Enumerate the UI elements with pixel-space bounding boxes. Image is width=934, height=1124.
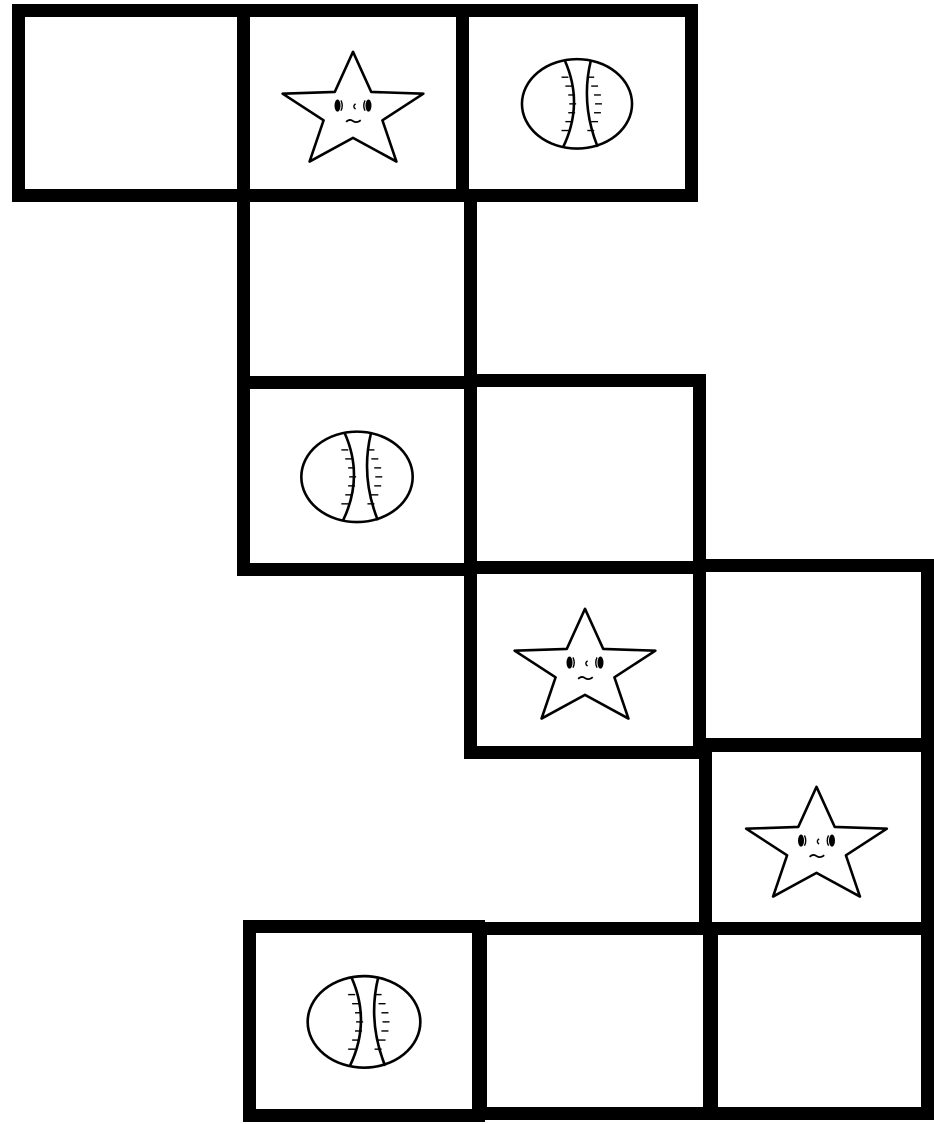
- board-cell-r1-c2[interactable]: [237, 4, 469, 202]
- board-cell-r3-c3[interactable]: [464, 374, 706, 574]
- board-cell-r1-c3[interactable]: [456, 4, 698, 202]
- board-cell-r6-c3[interactable]: [474, 922, 716, 1120]
- board-cell-r5-c4[interactable]: [699, 739, 934, 937]
- board-cell-r1-c1[interactable]: [12, 4, 252, 202]
- board-cell-r3-c2[interactable]: [237, 376, 477, 576]
- board-cell-r6-c4[interactable]: [705, 922, 934, 1120]
- board-cell-r6-c2[interactable]: [243, 920, 485, 1122]
- board-cell-r4-c3[interactable]: [464, 561, 706, 759]
- board-cell-r4-c4[interactable]: [693, 559, 934, 751]
- board-cell-r2-c2[interactable]: [237, 189, 477, 389]
